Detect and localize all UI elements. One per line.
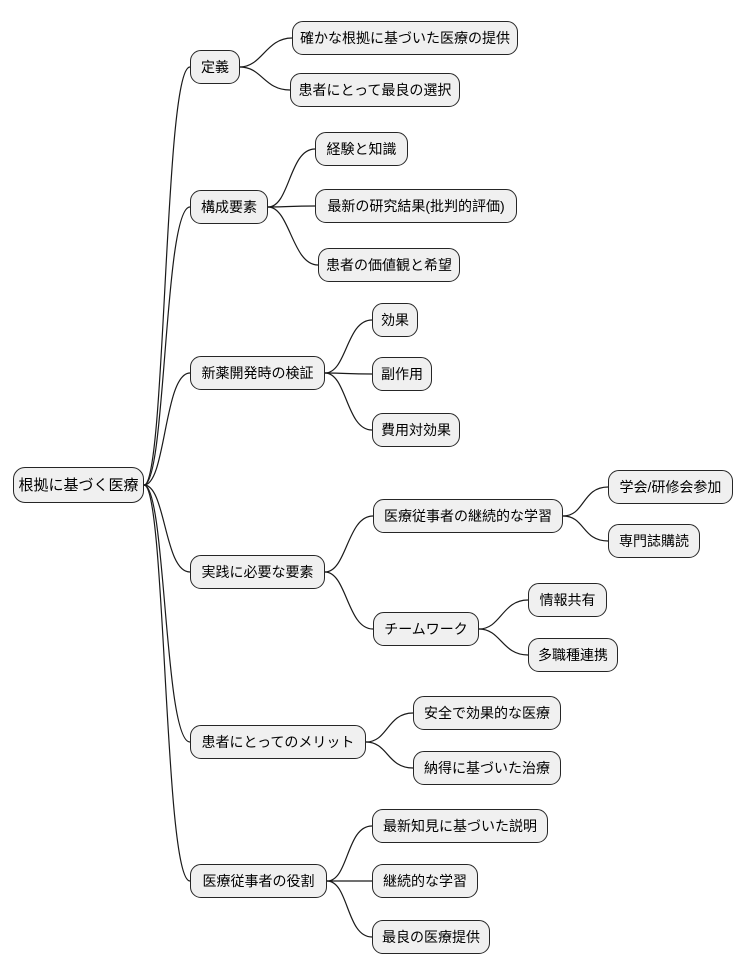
edge-definition-1 [239,37,293,68]
leaf-roles-latest-explanation: 最新知見に基づいた説明 [372,809,548,843]
branch-practice-requirements: 実践に必要な要素 [190,555,325,589]
edge-definition-2 [239,66,291,91]
mindmap-root-node: 根拠に基づく医療 [13,467,144,503]
edge-root-components [143,206,191,486]
edge-roles-3 [326,880,373,938]
leaf-benefits-safe-effective: 安全で効果的な医療 [413,696,561,730]
leaf-teamwork-multidisciplinary: 多職種連携 [528,638,618,672]
leaf-definition-best-choice: 患者にとって最良の選択 [290,73,460,107]
edge-learning-2 [562,515,609,542]
branch-patient-benefits: 患者にとってのメリット [190,725,366,759]
leaf-components-patient-values: 患者の価値観と希望 [318,248,460,282]
edge-teamwork-2 [478,628,529,656]
edge-drug-2 [324,372,373,375]
leaf-learning-conferences: 学会/研修会参加 [608,470,733,504]
edge-root-drug-verification [143,372,191,486]
edge-practice-teamwork [324,571,374,630]
edge-benefits-2 [365,741,414,769]
edge-root-practice [143,484,191,573]
leaf-teamwork-info-sharing: 情報共有 [528,583,607,617]
edge-drug-1 [324,319,373,374]
subbranch-continuous-learning: 医療従事者の継続的な学習 [373,499,563,533]
leaf-definition-evidence-based-care: 確かな根拠に基づいた医療の提供 [292,21,518,55]
edge-components-1 [267,148,316,208]
leaf-drug-effect: 効果 [372,303,418,337]
branch-definition: 定義 [190,50,240,84]
leaf-components-latest-research: 最新の研究結果(批判的評価) [315,189,517,223]
leaf-drug-cost-effectiveness: 費用対効果 [372,413,460,447]
leaf-drug-side-effects: 副作用 [372,357,432,391]
branch-drug-verification: 新薬開発時の検証 [190,356,325,390]
branch-components: 構成要素 [190,190,268,224]
edge-root-definition [143,66,191,486]
branch-worker-roles: 医療従事者の役割 [190,864,327,898]
edge-learning-1 [562,486,609,517]
edge-benefits-1 [365,712,414,743]
edge-teamwork-1 [478,599,529,630]
edge-root-patient-benefits [143,484,191,743]
leaf-learning-journals: 専門誌購読 [608,524,700,558]
leaf-roles-continuous-learning: 継続的な学習 [372,864,478,898]
edge-components-2 [267,205,316,208]
subbranch-teamwork: チームワーク [373,612,479,646]
leaf-components-experience-knowledge: 経験と知識 [315,132,408,166]
edge-practice-learning [324,515,374,573]
leaf-benefits-informed-treatment: 納得に基づいた治療 [413,751,561,785]
leaf-roles-best-care: 最良の医療提供 [372,920,490,954]
edge-root-worker-roles [143,484,191,882]
edge-components-3 [267,206,319,266]
edge-drug-3 [324,372,373,431]
edge-roles-1 [326,825,373,882]
